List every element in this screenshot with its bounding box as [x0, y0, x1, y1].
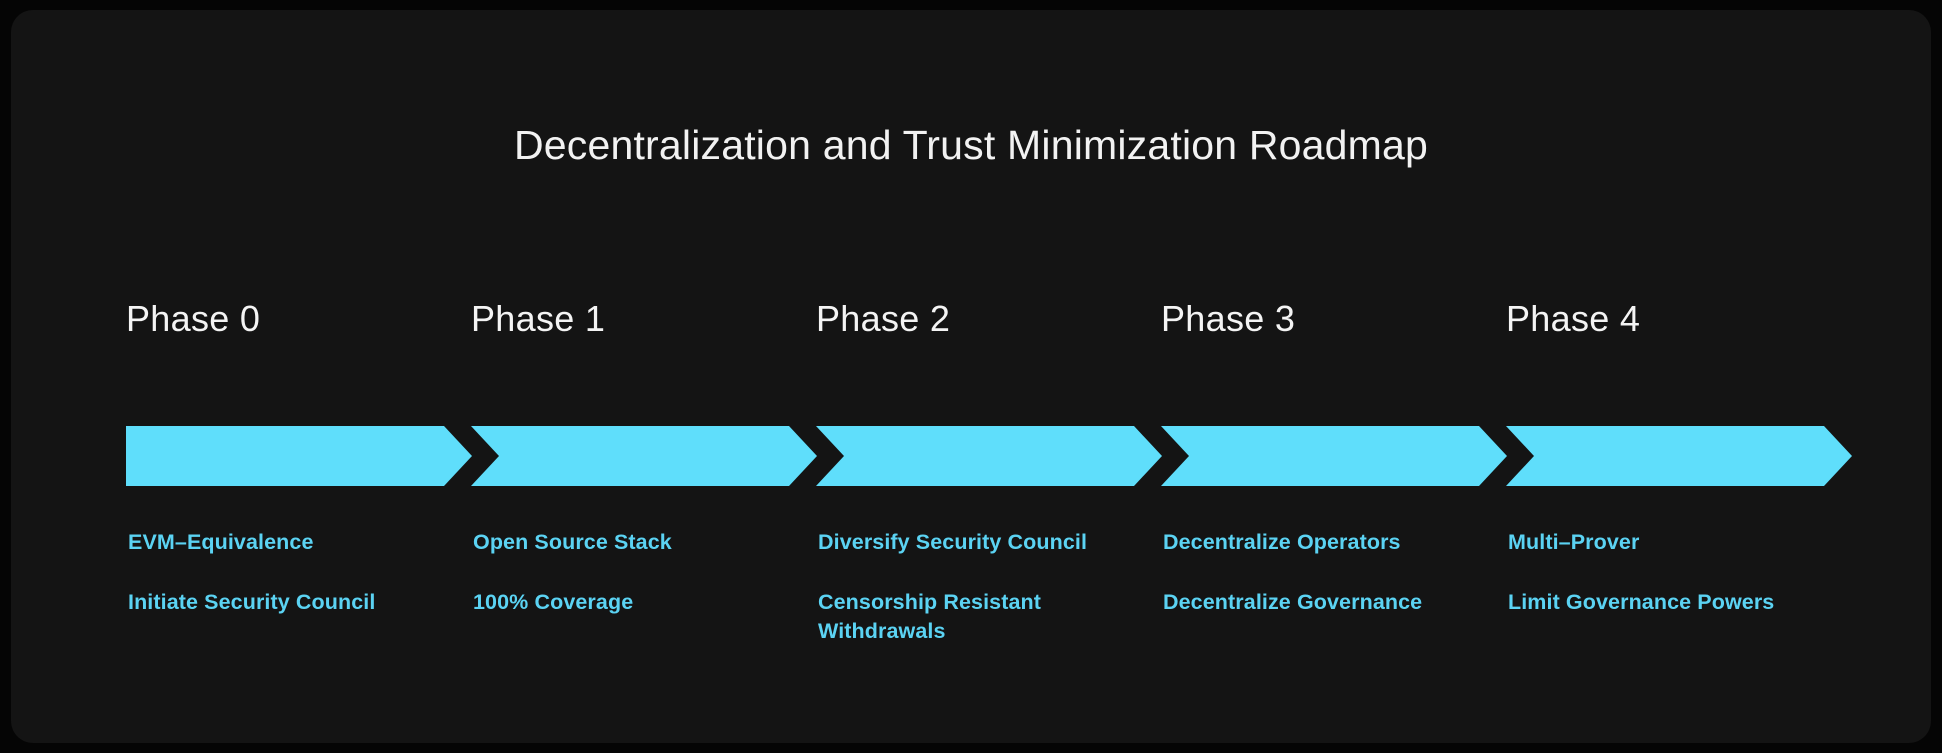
list-item: 100% Coverage [473, 590, 634, 614]
list-item: Limit Governance Powers [1508, 590, 1775, 614]
phase-items-1: Open Source Stack 100% Coverage [473, 528, 793, 617]
phase-label-4: Phase 4 [1506, 298, 1641, 339]
list-item: Decentralize Governance [1163, 590, 1423, 614]
phase-column-1: Phase 1 Open Source Stack 100% Coverage [460, 10, 817, 743]
phase-column-2: Phase 2 Diversify Security Council Censo… [805, 10, 1162, 743]
list-item: Multi–Prover [1508, 530, 1640, 554]
phase-label-1: Phase 1 [471, 298, 606, 339]
phase-track: Phase 0 EVM–Equivalence Initiate Securit… [115, 10, 1855, 743]
phase-items-2: Diversify Security Council Censorship Re… [818, 528, 1138, 646]
phase-column-4: Phase 4 Multi–Prover Limit Governance Po… [1495, 10, 1852, 743]
list-item: EVM–Equivalence [128, 530, 314, 554]
phase-chevron-3 [1161, 426, 1507, 486]
phase-column-3: Phase 3 Decentralize Operators Decentral… [1150, 10, 1507, 743]
chevron-shape-2 [816, 426, 1162, 486]
phase-chevron-4 [1506, 426, 1852, 486]
list-item: Initiate Security Council [128, 590, 376, 614]
list-item: Decentralize Operators [1163, 530, 1401, 554]
chevron-shape-4 [1506, 426, 1852, 486]
list-item: Censorship Resistant Withdrawals [818, 590, 1042, 643]
chevron-shape-0 [126, 426, 472, 486]
chevron-shape-1 [471, 426, 817, 486]
phase-label-2: Phase 2 [816, 298, 951, 339]
list-item: Open Source Stack [473, 530, 672, 554]
phase-chevron-0 [126, 426, 472, 486]
phase-items-0: EVM–Equivalence Initiate Security Counci… [128, 528, 448, 617]
phase-chevron-2 [816, 426, 1162, 486]
phase-label-3: Phase 3 [1161, 298, 1296, 339]
roadmap-card: Decentralization and Trust Minimization … [11, 10, 1931, 743]
phase-items-4: Multi–Prover Limit Governance Powers [1508, 528, 1828, 617]
phase-label-0: Phase 0 [126, 298, 261, 339]
phase-chevron-1 [471, 426, 817, 486]
phase-items-3: Decentralize Operators Decentralize Gove… [1163, 528, 1483, 617]
page-title: Decentralization and Trust Minimization … [513, 122, 1429, 168]
chevron-shape-3 [1161, 426, 1507, 486]
list-item: Diversify Security Council [818, 530, 1088, 554]
phase-column-0: Phase 0 EVM–Equivalence Initiate Securit… [115, 10, 472, 743]
